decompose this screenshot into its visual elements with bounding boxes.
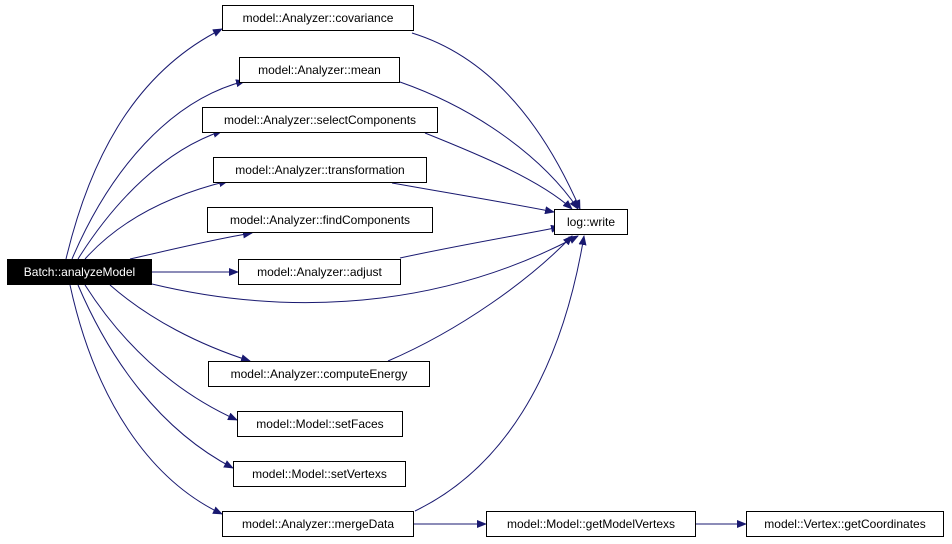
node-label: model::Analyzer::covariance	[242, 11, 394, 25]
edge-mergeData-to-log_write	[414, 235, 587, 512]
node-label: model::Analyzer::adjust	[257, 265, 382, 279]
node-label: model::Analyzer::selectComponents	[223, 113, 417, 127]
node-label: Batch::analyzeModel	[23, 265, 136, 279]
edge-batch_analyzeModel-to-findComponents	[129, 230, 253, 260]
edge-batch_analyzeModel-to-selectComponents	[77, 130, 223, 260]
node-batch-analyzemodel[interactable]: Batch::analyzeModel	[7, 259, 152, 285]
edge-batch_analyzeModel-to-computeEnergy	[109, 284, 251, 363]
edge-mean-to-log_write	[399, 81, 579, 210]
node-label: log::write	[566, 215, 616, 229]
edge-adjust-to-log_write	[399, 224, 561, 259]
node-label: model::Model::setFaces	[256, 417, 384, 431]
node-analyzer-findcomponents[interactable]: model::Analyzer::findComponents	[207, 207, 433, 233]
edge-batch_analyzeModel-to-covariance	[65, 28, 223, 260]
edge-batch_analyzeModel-to-log_write	[151, 235, 579, 304]
node-model-getmodelvertexs[interactable]: model::Model::getModelVertexs	[486, 511, 696, 537]
node-analyzer-computeenergy[interactable]: model::Analyzer::computeEnergy	[208, 361, 430, 387]
edge-transformation-to-log_write	[391, 182, 555, 215]
edge-batch_analyzeModel-to-setFaces	[84, 284, 238, 421]
node-analyzer-selectcomponents[interactable]: model::Analyzer::selectComponents	[202, 107, 438, 133]
node-model-setvertexs[interactable]: model::Model::setVertexs	[233, 461, 406, 487]
node-model-setfaces[interactable]: model::Model::setFaces	[237, 411, 403, 437]
node-log-write[interactable]: log::write	[554, 209, 628, 235]
node-analyzer-mergedata[interactable]: model::Analyzer::mergeData	[222, 511, 414, 537]
node-label: model::Analyzer::mean	[258, 63, 381, 77]
node-label: model::Vertex::getCoordinates	[764, 517, 926, 531]
node-label: model::Analyzer::transformation	[235, 163, 405, 177]
edge-batch_analyzeModel-to-mergeData	[69, 284, 223, 515]
edge-selectComponents-to-log_write	[424, 132, 573, 210]
node-analyzer-mean[interactable]: model::Analyzer::mean	[239, 57, 400, 83]
node-label: model::Analyzer::computeEnergy	[230, 367, 408, 381]
node-analyzer-transformation[interactable]: model::Analyzer::transformation	[213, 157, 427, 183]
edge-covariance-to-log_write	[411, 32, 581, 210]
edge-batch_analyzeModel-to-setVertexs	[77, 284, 234, 469]
edge-batch_analyzeModel-to-mean	[71, 79, 246, 260]
edge-computeEnergy-to-log_write	[387, 235, 573, 362]
node-label: model::Model::getModelVertexs	[506, 517, 676, 531]
edge-batch_analyzeModel-to-transformation	[84, 179, 229, 260]
node-vertex-getcoordinates[interactable]: model::Vertex::getCoordinates	[746, 511, 944, 537]
node-analyzer-covariance[interactable]: model::Analyzer::covariance	[222, 5, 414, 31]
node-analyzer-adjust[interactable]: model::Analyzer::adjust	[238, 259, 401, 285]
node-label: model::Model::setVertexs	[252, 467, 387, 481]
node-label: model::Analyzer::mergeData	[241, 517, 395, 531]
node-label: model::Analyzer::findComponents	[229, 213, 411, 227]
